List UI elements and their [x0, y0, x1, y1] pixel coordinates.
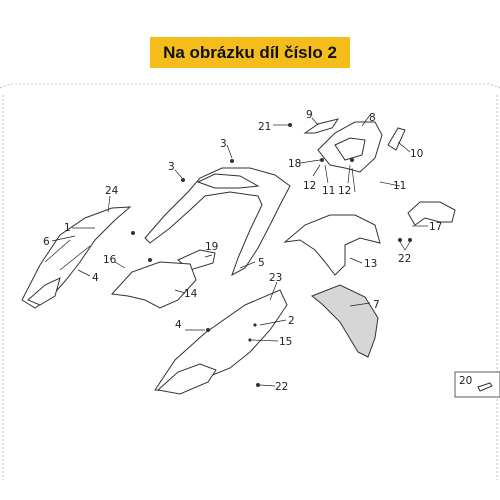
callout-7: 7 — [373, 299, 380, 311]
callout-11-left: 11 — [322, 185, 335, 197]
callout-14: 14 — [184, 288, 198, 300]
callout-11-right: 11 — [393, 180, 406, 192]
callout-17: 17 — [429, 221, 442, 233]
bolt-inset-box — [454, 371, 500, 398]
leader-lines — [51, 114, 428, 387]
callout-20: 20 — [459, 375, 472, 387]
rear-fender — [283, 214, 381, 276]
callout-21: 21 — [258, 121, 271, 133]
callout-22-bottom: 22 — [275, 381, 288, 393]
handle-grip — [407, 201, 456, 226]
banner-text: Na obrázku díl číslo 2 — [163, 42, 337, 62]
grab-rail-frame — [144, 167, 291, 277]
part-number-banner: Na obrázku díl číslo 2 — [150, 37, 350, 68]
callout-16: 16 — [103, 254, 117, 266]
frame-top-dashed — [0, 83, 500, 89]
callout-4-left: 4 — [92, 272, 99, 284]
callout-5: 5 — [258, 257, 265, 269]
rear-light-bracket — [303, 118, 383, 173]
callout-4-right: 4 — [175, 319, 182, 331]
callout-3-mid: 3 — [168, 161, 175, 173]
side-panel-right — [154, 289, 288, 395]
callout-9: 9 — [306, 109, 313, 121]
callout-6: 6 — [43, 236, 50, 248]
callout-18: 18 — [288, 158, 301, 170]
callout-1: 1 — [64, 222, 71, 234]
screws — [131, 123, 412, 387]
callout-19: 19 — [205, 241, 218, 253]
callout-12-right: 12 — [338, 185, 351, 197]
callout-numbers: 24 1 6 4 3 3 21 9 8 10 18 11 12 12 11 17… — [43, 109, 472, 393]
callout-3-top: 3 — [220, 138, 227, 150]
side-panel-left — [21, 206, 132, 309]
callout-23: 23 — [269, 272, 282, 284]
mudguard-plate — [311, 284, 379, 358]
callout-13: 13 — [364, 258, 377, 270]
callout-12-left: 12 — [303, 180, 316, 192]
inner-panel — [110, 261, 197, 309]
callout-2: 2 — [288, 315, 295, 327]
callout-15: 15 — [279, 336, 292, 348]
callout-24: 24 — [105, 185, 119, 197]
callout-22-right: 22 — [398, 253, 411, 265]
callout-10: 10 — [410, 148, 423, 160]
small-plate — [387, 127, 406, 151]
callout-8: 8 — [369, 112, 376, 124]
